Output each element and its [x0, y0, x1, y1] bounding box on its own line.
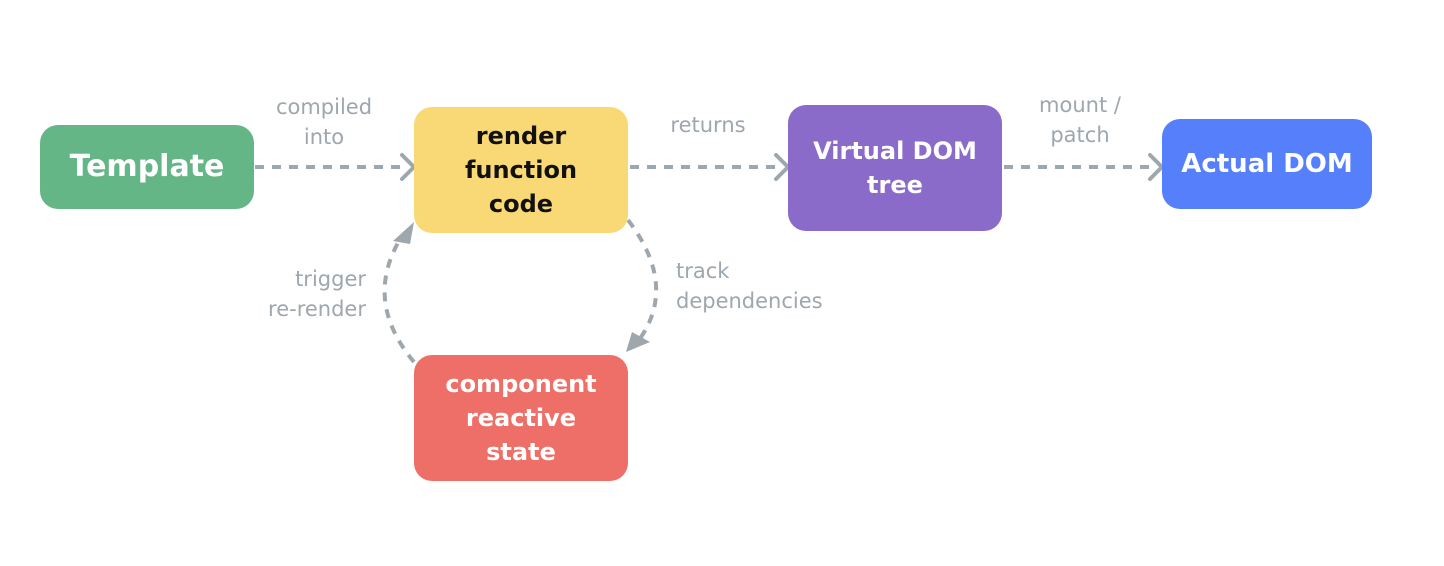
- label-track-dependencies: track dependencies: [676, 259, 823, 313]
- arrowhead-vdom: [774, 153, 790, 181]
- arrowhead-render: [400, 153, 416, 181]
- label-compiled-into: compiled into: [275, 95, 373, 149]
- render-function-node: render function code: [414, 107, 628, 233]
- actual-dom-node: Actual DOM: [1162, 119, 1372, 209]
- arrowhead-actual: [1148, 153, 1164, 181]
- virtual-dom-node: Virtual DOM tree: [788, 105, 1002, 231]
- reactive-state-node: component reactive state: [414, 355, 628, 481]
- edge-render-to-state: [626, 218, 659, 346]
- edge-state-to-render: [382, 234, 416, 364]
- arrowhead-state: [626, 332, 650, 352]
- template-node: Template: [40, 125, 254, 209]
- label-mount-patch: mount / patch: [1039, 93, 1121, 147]
- label-returns: returns: [670, 113, 746, 137]
- label-trigger-rerender: trigger re-render: [268, 267, 366, 321]
- arrowhead-render-return: [393, 222, 414, 244]
